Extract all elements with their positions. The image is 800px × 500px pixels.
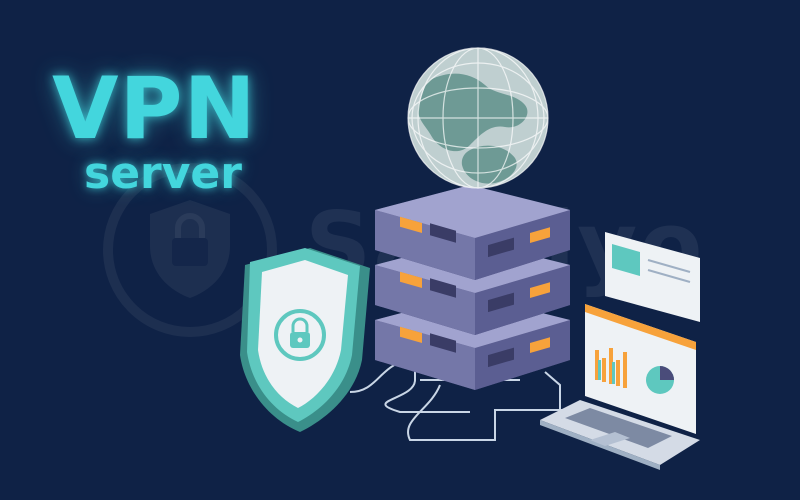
globe-icon xyxy=(407,47,549,189)
server-rack-icon xyxy=(375,185,570,390)
hero-title: VPN xyxy=(52,59,257,159)
floating-panel xyxy=(605,232,700,322)
laptop-icon xyxy=(540,300,700,470)
shield-lock-icon xyxy=(240,248,370,432)
hero-subtitle: server xyxy=(84,148,242,199)
